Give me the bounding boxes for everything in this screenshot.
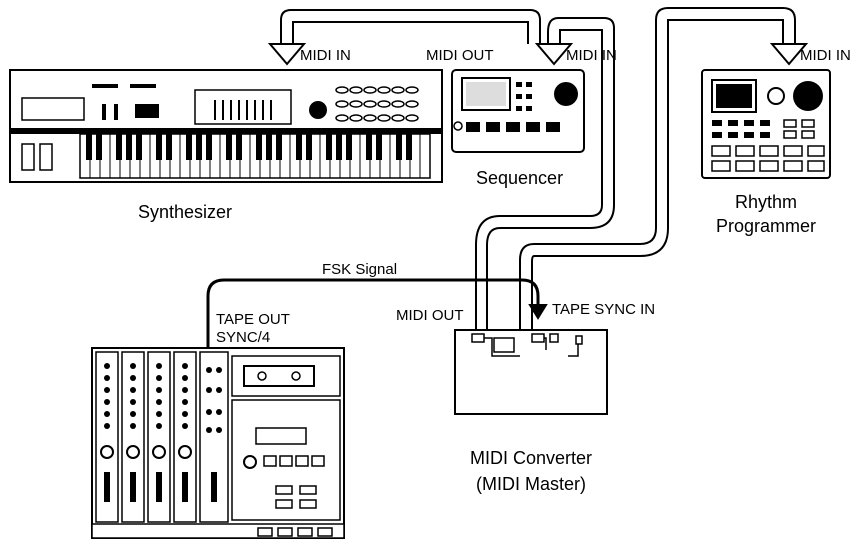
label-tape-out-line2: SYNC/4 (216, 329, 270, 346)
label-rhythm-line1: Rhythm (735, 192, 797, 212)
rhythm-programmer (702, 70, 830, 178)
label-synthesizer: Synthesizer (138, 202, 232, 222)
label-sequencer: Sequencer (476, 168, 563, 188)
label-midi-out-seq: MIDI OUT (426, 47, 494, 64)
label-converter-line2: (MIDI Master) (476, 474, 586, 494)
label-converter-line1: MIDI Converter (470, 448, 592, 468)
label-rhythm-line2: Programmer (716, 216, 816, 236)
label-midi-in-synth: MIDI IN (300, 47, 351, 64)
midi-converter (455, 330, 607, 414)
label-tape-out-line1: TAPE OUT (216, 311, 290, 328)
multitrack-recorder (92, 348, 344, 538)
label-midi-out-conv: MIDI OUT (396, 307, 464, 324)
label-tape-sync-in: TAPE SYNC IN (552, 301, 655, 318)
synthesizer (10, 70, 442, 182)
label-fsk-signal: FSK Signal (322, 261, 397, 278)
label-midi-in-rhythm: MIDI IN (800, 47, 851, 64)
cable-seq-out-to-synth-in (281, 10, 540, 44)
arrow-synth-midi-in (270, 44, 304, 64)
label-midi-in-seq: MIDI IN (566, 47, 617, 64)
sequencer (452, 70, 584, 152)
